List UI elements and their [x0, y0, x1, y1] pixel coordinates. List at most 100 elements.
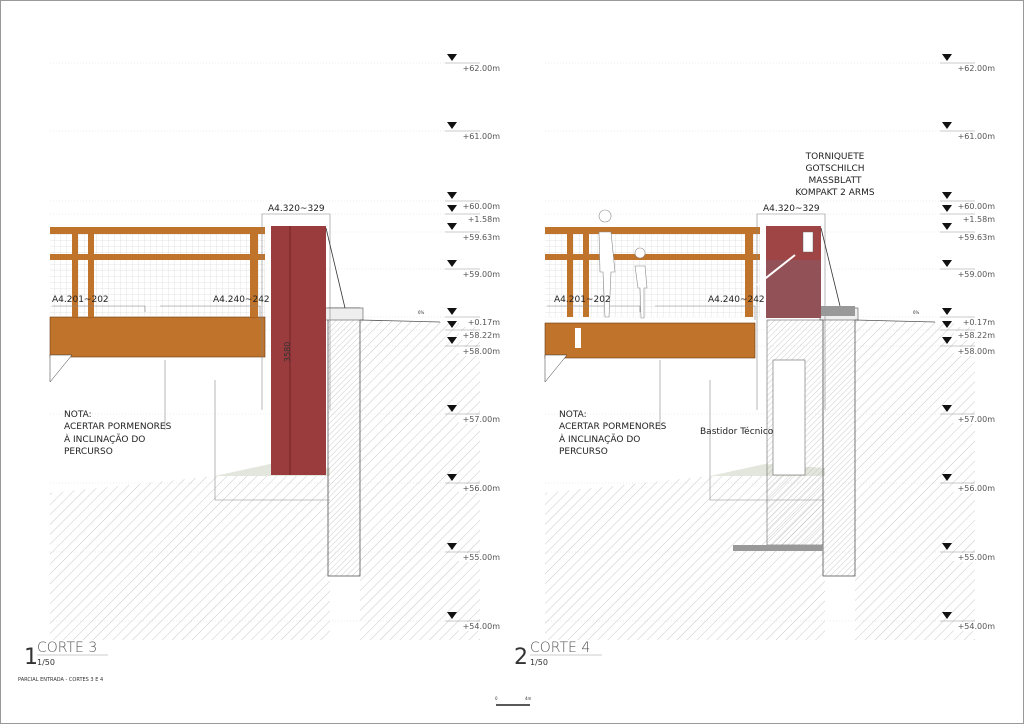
level-marker-icon — [447, 205, 457, 212]
handrail — [545, 227, 760, 234]
slope-label: 6% — [418, 310, 425, 315]
brace-line — [325, 227, 346, 309]
section-panel-2: 6%+62.00m+61.00m+60.00m+1.58m+59.63m+59.… — [544, 54, 996, 640]
slope-label: 6% — [913, 310, 920, 315]
callout-line: GOTSCHILCH — [805, 164, 864, 174]
level-label-backdrop — [954, 553, 996, 562]
level-annotations: +62.00m+61.00m+60.00m+1.58m+59.63m+59.00… — [940, 54, 996, 631]
panel-1-labels: A4.320~329 A4.201~202 A4.240~242 3580 NO… — [24, 204, 325, 670]
note-line: NOTA: — [64, 410, 92, 420]
retaining-wall — [822, 307, 856, 577]
ref-left: A4.201~202 — [554, 295, 611, 305]
level-label: +56.00m — [958, 484, 996, 493]
level-marker-icon — [447, 260, 457, 267]
level-marker-icon — [942, 474, 952, 481]
level-label-backdrop — [459, 415, 501, 424]
section-number: 2 — [514, 645, 528, 670]
level-label: +60.00m — [958, 202, 996, 211]
sheet-caption: PARCIAL ENTRADA - CORTES 3 E 4 — [18, 677, 103, 683]
level-label-backdrop — [459, 64, 501, 73]
level-label: +55.00m — [958, 553, 996, 562]
level-label-backdrop — [954, 331, 996, 340]
level-marker-icon — [447, 405, 457, 412]
level-label: +58.00m — [958, 347, 996, 356]
level-label: +57.00m — [958, 415, 996, 424]
level-marker-icon — [942, 260, 952, 267]
level-label-backdrop — [459, 233, 501, 242]
level-label-backdrop — [954, 347, 996, 356]
ground-hatch-left — [545, 476, 825, 640]
level-label: +58.00m — [463, 347, 501, 356]
note-line: À INCLINAÇÃO DO — [64, 433, 145, 445]
level-label: +62.00m — [958, 64, 996, 73]
note-line: PERCURSO — [64, 447, 113, 457]
level-label: +56.00m — [463, 484, 501, 493]
level-label-backdrop — [954, 270, 996, 279]
level-marker-icon — [447, 192, 457, 199]
level-marker-icon — [447, 308, 457, 315]
level-marker-icon — [447, 321, 457, 328]
ref-left: A4.201~202 — [52, 295, 109, 305]
level-label-backdrop — [459, 622, 501, 631]
brace-line — [820, 227, 841, 307]
scalebar-end: 4m — [525, 696, 532, 701]
ref-frame — [261, 213, 331, 410]
dimension-label: 3580 — [283, 342, 292, 362]
railing-post — [88, 227, 94, 317]
level-annotations: +62.00m+61.00m+60.00m+1.58m+59.63m+59.00… — [445, 54, 501, 631]
panel-2-labels: TORNIQUETE GOTSCHILCH MASSBLATT KOMPAKT … — [514, 152, 875, 670]
level-label: +62.00m — [463, 64, 501, 73]
level-label: +57.00m — [463, 415, 501, 424]
note-line: À INCLINAÇÃO DO — [559, 433, 640, 445]
railing-post — [72, 227, 78, 317]
level-marker-icon — [447, 474, 457, 481]
ground-hatch-left — [50, 476, 330, 640]
level-label-backdrop — [459, 202, 501, 211]
level-label: +58.22m — [958, 331, 996, 340]
level-label-backdrop — [954, 64, 996, 73]
level-marker-icon — [942, 54, 952, 61]
railing — [50, 227, 265, 317]
wall-cap — [324, 307, 364, 321]
level-marker-icon — [447, 337, 457, 344]
level-label: +0.17m — [963, 318, 996, 327]
level-label: +1.58m — [963, 215, 996, 224]
level-label-backdrop — [459, 215, 501, 224]
scalebar: 0 4m — [495, 696, 532, 706]
turnstile-column — [271, 226, 326, 475]
level-marker-icon — [942, 223, 952, 230]
retaining-wall — [327, 307, 361, 577]
level-label-backdrop — [954, 233, 996, 242]
note-leader — [164, 360, 330, 501]
level-marker-icon — [942, 543, 952, 550]
level-marker-icon — [942, 122, 952, 129]
technical-cabinet — [772, 359, 806, 476]
callout-line: TORNIQUETE — [805, 152, 865, 162]
level-label: +54.00m — [958, 622, 996, 631]
scalebar-start: 0 — [495, 696, 498, 701]
ramp-line — [359, 319, 441, 323]
level-marker-icon — [447, 543, 457, 550]
technical-label: Bastidor Técnico — [700, 426, 774, 437]
level-label: +60.00m — [463, 202, 501, 211]
foundation-slab — [733, 545, 823, 551]
ramp-line — [854, 319, 936, 323]
railing-post — [583, 227, 589, 317]
section-panel-1: 6%+62.00m+61.00m+60.00m+1.58m+59.63m+59.… — [49, 54, 501, 640]
level-label-backdrop — [459, 318, 501, 327]
level-marker-icon — [942, 612, 952, 619]
deck-bracket — [544, 354, 568, 383]
level-label: +61.00m — [463, 132, 501, 141]
railing-post — [567, 227, 573, 317]
level-label-backdrop — [459, 553, 501, 562]
level-label-backdrop — [954, 132, 996, 141]
level-label: +59.00m — [958, 270, 996, 279]
level-label: +58.22m — [463, 331, 501, 340]
ground-hatch-right — [360, 320, 480, 640]
note-line: NOTA: — [559, 410, 587, 420]
ref-top: A4.320~329 — [268, 204, 325, 214]
bridge-deck — [49, 316, 266, 358]
ref-mid: A4.240~242 — [213, 295, 270, 305]
person-child-icon — [634, 247, 648, 319]
